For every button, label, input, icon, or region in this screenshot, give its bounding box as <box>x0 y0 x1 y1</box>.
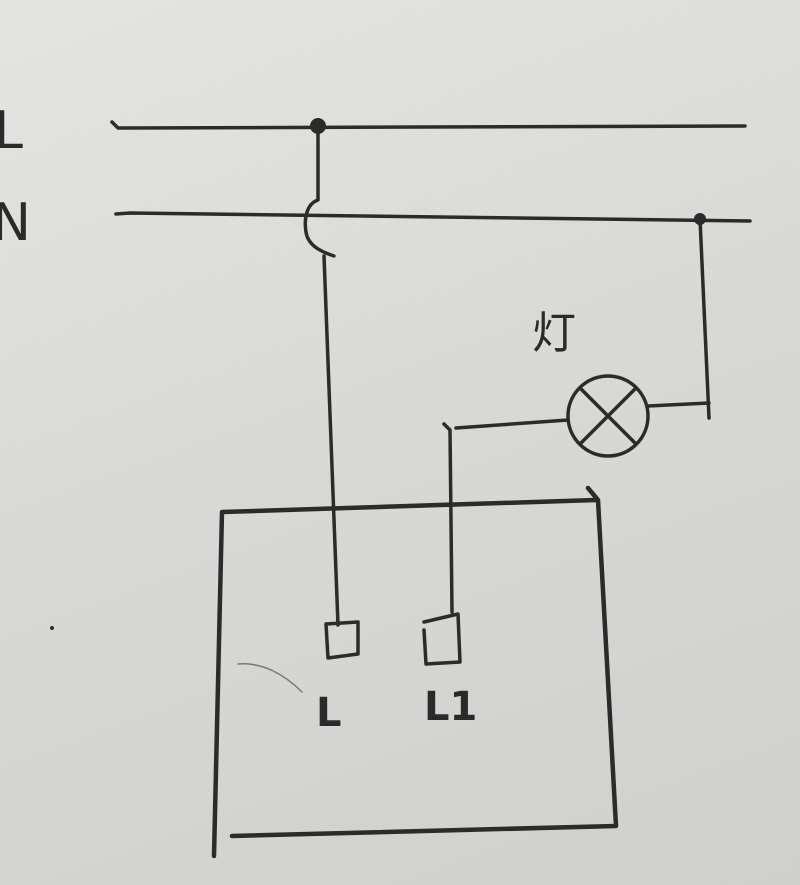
switch-l1-wire <box>442 422 454 614</box>
switch-terminal-l-label: L <box>316 690 342 736</box>
switch-terminal-l <box>324 620 360 660</box>
switch-terminal-l1-label: L1 <box>424 684 477 730</box>
bus-line-l-label: L <box>0 101 23 161</box>
stray-pencil-mark <box>237 663 303 693</box>
live-bus-line <box>110 120 747 130</box>
bus-line-n-label: N <box>0 193 31 253</box>
switch-box <box>211 485 619 859</box>
lamp-label: 灯 <box>532 308 576 359</box>
lamp-to-switch-wire <box>454 418 570 430</box>
live-drop-wire <box>303 124 336 258</box>
switch-terminal-l1 <box>422 612 462 666</box>
neutral-bus-line <box>114 211 752 223</box>
neutral-drop-wire <box>698 217 711 420</box>
live-to-switch-wire <box>322 254 340 627</box>
stray-pencil-dot <box>50 626 54 630</box>
lamp-symbol <box>566 374 650 458</box>
neutral-to-lamp-wire <box>646 401 711 408</box>
